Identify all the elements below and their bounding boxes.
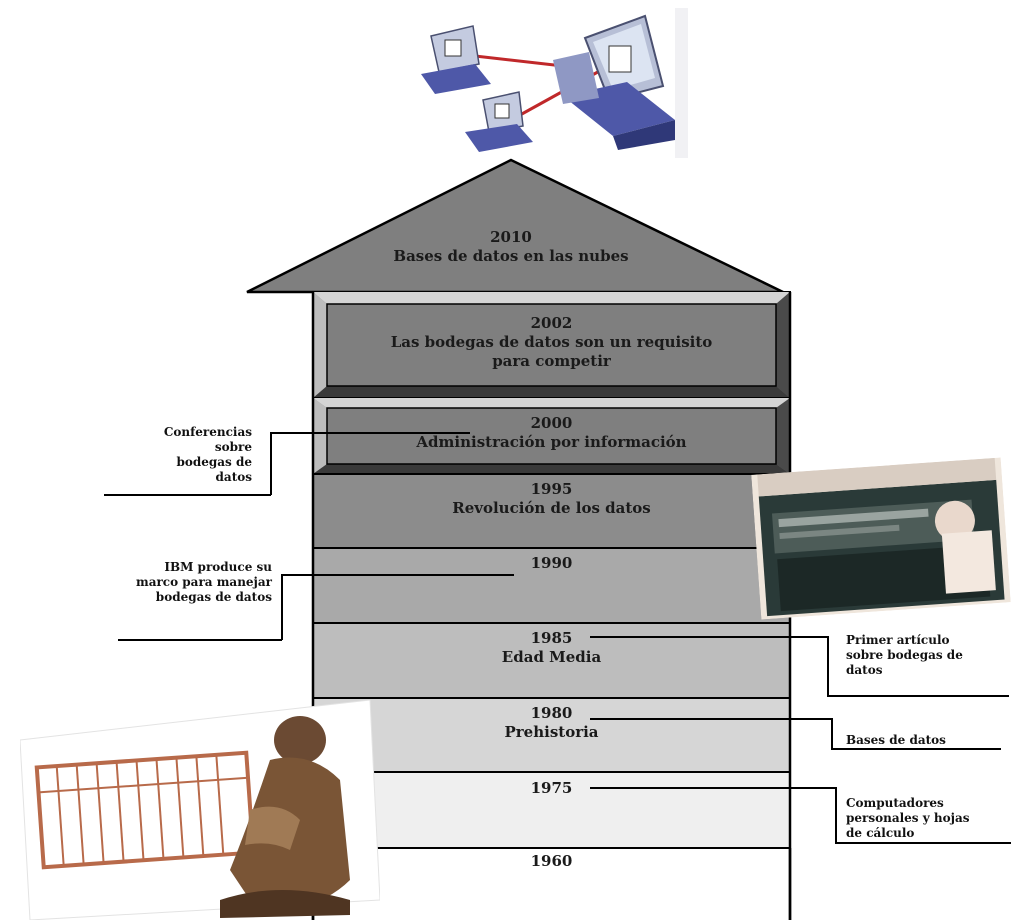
year-1980: 1980 [530, 704, 573, 722]
leader-conferencias-h-bottom [104, 494, 271, 496]
note-conferencias: Conferencias sobre bodegas de datos [163, 425, 252, 484]
year-1960: 1960 [530, 852, 573, 870]
leader-computadores-h-top [590, 787, 836, 789]
leader-conferencias-h-top [270, 432, 470, 434]
leader-computadores-h-bottom [835, 842, 1011, 844]
event-2002: Las bodegas de datos son un requisito pa… [390, 333, 713, 370]
note-bases-de-datos: Bases de datos [846, 733, 946, 747]
event-1980: Prehistoria [504, 723, 599, 741]
leader-ibm-h-bottom [118, 639, 282, 641]
event-2000: Administración por información [416, 433, 687, 451]
year-2002: 2002 [530, 314, 573, 332]
band-1990-label: 1990 [313, 554, 790, 573]
abacus-statue-photo [20, 700, 380, 920]
leader-bases-h-bottom [831, 748, 1001, 750]
band-2002-label: 2002 Las bodegas de datos son un requisi… [327, 314, 776, 371]
event-1985: Edad Media [501, 648, 602, 666]
event-1995: Revolución de los datos [452, 499, 651, 517]
band-1985-label: 1985 Edad Media [313, 629, 790, 667]
year-2000: 2000 [530, 414, 573, 432]
arrow-head-label: 2010 Bases de datos en las nubes [380, 228, 642, 266]
event-2010: Bases de datos en las nubes [393, 247, 629, 265]
note-primer-articulo: Primer artículo sobre bodegas de datos [846, 633, 963, 677]
leader-ibm-h-top [281, 574, 514, 576]
leader-bases-v [831, 718, 833, 749]
leader-primer-h-top [590, 636, 828, 638]
network-computers-image [413, 8, 688, 158]
note-computadores: Computadores personales y hojas de cálcu… [846, 796, 970, 840]
leader-bases-h-top [590, 718, 832, 720]
leader-computadores-v [835, 787, 837, 843]
year-2010: 2010 [490, 228, 532, 246]
band-1975-label: 1975 [313, 779, 790, 798]
year-1990: 1990 [530, 554, 573, 572]
leader-conferencias-v [270, 432, 272, 495]
year-1975: 1975 [530, 779, 573, 797]
arrow-head [246, 158, 784, 294]
year-1985: 1985 [530, 629, 573, 647]
band-1980-label: 1980 Prehistoria [313, 704, 790, 742]
band-1995-label: 1995 Revolución de los datos [313, 480, 790, 518]
year-1995: 1995 [530, 480, 573, 498]
band-2000-label: 2000 Administración por información [327, 414, 776, 452]
leader-primer-v [827, 636, 829, 696]
leader-ibm-v [281, 574, 283, 640]
mainframe-photo [751, 457, 1011, 620]
note-ibm: IBM produce su marco para manejar bodega… [136, 560, 272, 604]
leader-primer-h-bottom [827, 695, 1009, 697]
band-1960-label: 1960 [313, 852, 790, 871]
